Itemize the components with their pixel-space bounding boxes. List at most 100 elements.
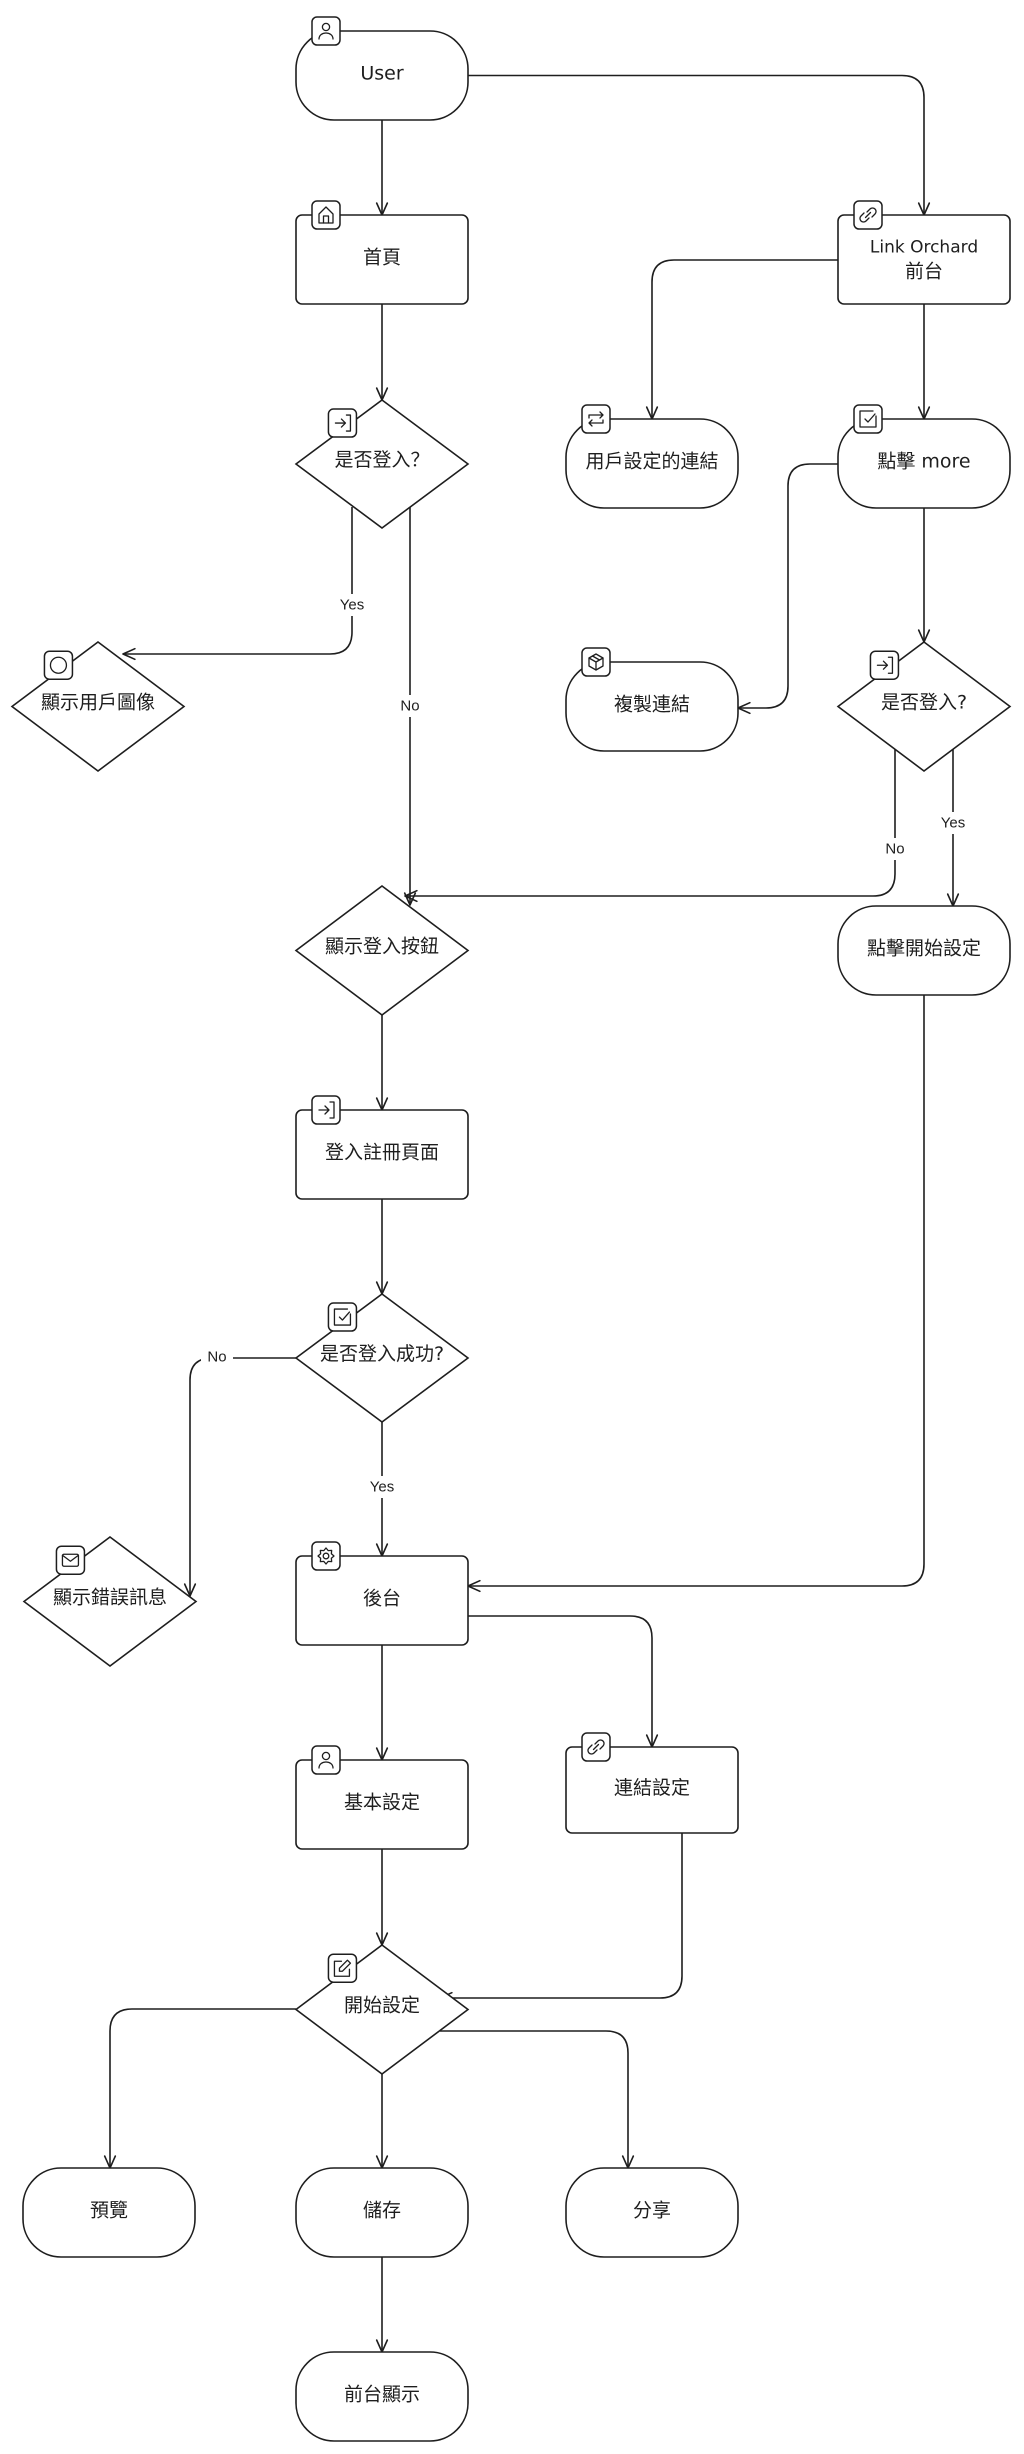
edge-home-to-login-check-1[interactable]: [375, 304, 389, 401]
node-save[interactable]: 儲存: [295, 2167, 469, 2258]
rect-shape: [295, 1555, 469, 1646]
edge-label-text: Yes: [941, 815, 965, 832]
edge-basic-settings-to-start-settings[interactable]: [375, 1849, 389, 1946]
diamond-shape: [294, 885, 470, 1016]
node-login-success-check[interactable]: 是否登入成功?: [294, 1293, 470, 1423]
edge-label-yes: Yes: [366, 1476, 398, 1498]
edge-link-orchard-frontend-to-user-links[interactable]: [645, 259, 838, 420]
edge-link-orchard-frontend-to-click-more[interactable]: [917, 304, 931, 420]
pill-shape: [295, 30, 469, 121]
edge-click-more-to-login-check-2[interactable]: [917, 508, 931, 643]
checkbox-icon: [327, 1302, 358, 1332]
node-label: 是否登入成功?: [320, 1343, 444, 1365]
edge-start-settings-to-save[interactable]: [375, 2074, 389, 2169]
edge-label-yes: Yes: [336, 594, 368, 616]
user-icon: [311, 16, 341, 46]
edge-start-settings-to-preview[interactable]: [103, 2008, 296, 2169]
node-label: 儲存: [363, 2200, 401, 2222]
connector-line: [651, 259, 838, 419]
edge-user-to-home[interactable]: [375, 120, 389, 216]
node-label: 顯示用戶圖像: [41, 692, 155, 714]
node-label: 後台: [363, 1588, 401, 1610]
node-label: User: [360, 63, 403, 85]
edge-user-to-link-orchard-frontend[interactable]: [468, 74, 931, 216]
edge-click-start-settings-to-backend[interactable]: [467, 995, 925, 1593]
node-share[interactable]: 分享: [565, 2167, 739, 2258]
node-login-check-2[interactable]: 是否登入?: [836, 641, 1012, 772]
node-label: 前台顯示: [344, 2384, 420, 2406]
rect-shape: [295, 1109, 469, 1200]
node-click-more[interactable]: 點擊 more: [837, 404, 1011, 509]
node-home[interactable]: 首頁: [295, 200, 469, 305]
node-preview[interactable]: 預覽: [22, 2167, 196, 2258]
node-login-register-page[interactable]: 登入註冊頁面: [295, 1095, 469, 1200]
edge-label-text: No: [885, 841, 904, 858]
pill-shape: [295, 2351, 469, 2442]
edge-click-more-to-copy-link[interactable]: [737, 463, 838, 715]
node-link-orchard-frontend[interactable]: Link Orchard 前台: [837, 200, 1011, 305]
connector-line: [468, 74, 925, 215]
connector-line: [109, 2008, 296, 2168]
node-login-check-1[interactable]: 是否登入？: [294, 399, 470, 529]
edge-login-check-1-to-show-avatar[interactable]: [122, 507, 353, 661]
home-icon: [311, 200, 341, 230]
edge-backend-to-link-settings[interactable]: [468, 1615, 659, 1748]
node-label: 分享: [633, 2200, 671, 2222]
rect-shape: [565, 1746, 739, 1834]
node-start-settings[interactable]: 開始設定: [294, 1944, 470, 2075]
node-label: Link Orchard: [870, 238, 978, 258]
arrowhead: [122, 647, 136, 661]
node-label: 登入註冊頁面: [325, 1142, 439, 1164]
node-frontend-display[interactable]: 前台顯示: [295, 2351, 469, 2442]
node-user[interactable]: User: [295, 16, 469, 121]
edge-label-text: No: [207, 1349, 226, 1366]
edges-layer: [103, 74, 960, 2353]
connector-line: [440, 1833, 683, 1999]
edge-login-check-2-to-show-login-button[interactable]: [404, 749, 896, 903]
node-basic-settings[interactable]: 基本設定: [295, 1745, 469, 1850]
node-label: 複製連結: [614, 694, 690, 716]
edge-label-no: No: [879, 838, 911, 860]
edge-label-text: No: [400, 698, 419, 715]
node-label: 開始設定: [344, 1995, 420, 2017]
edit-icon: [327, 1953, 358, 1983]
node-label: 基本設定: [344, 1792, 420, 1814]
pill-shape: [295, 2167, 469, 2258]
edge-label-text: Yes: [370, 1479, 394, 1496]
node-show-avatar[interactable]: 顯示用戶圖像: [10, 641, 186, 772]
edge-backend-to-basic-settings[interactable]: [375, 1645, 389, 1761]
edge-link-settings-to-start-settings[interactable]: [439, 1833, 683, 2005]
login-icon: [311, 1095, 341, 1125]
node-backend[interactable]: 後台: [295, 1541, 469, 1646]
edge-login-register-page-to-login-success-check[interactable]: [375, 1199, 389, 1295]
pill-shape: [22, 2167, 196, 2258]
node-label: 前台: [905, 261, 943, 283]
connector-line: [738, 463, 838, 709]
arrowhead: [404, 889, 418, 903]
node-click-start-settings[interactable]: 點擊開始設定: [837, 905, 1011, 996]
node-label: 連結設定: [614, 1777, 690, 1799]
edge-label-no: No: [394, 695, 426, 717]
connector-line: [440, 2030, 629, 2168]
edge-start-settings-to-share[interactable]: [440, 2030, 635, 2169]
node-show-error[interactable]: 顯示錯誤訊息: [22, 1536, 198, 1667]
edge-show-login-button-to-login-register-page[interactable]: [375, 1015, 389, 1111]
node-copy-link[interactable]: 複製連結: [565, 647, 739, 752]
mail-icon: [55, 1545, 86, 1575]
node-show-login-button[interactable]: 顯示登入按鈕: [294, 885, 470, 1016]
node-link-settings[interactable]: 連結設定: [565, 1732, 739, 1834]
node-label: 首頁: [363, 247, 401, 269]
node-label: 顯示登入按鈕: [325, 936, 439, 958]
connector-line: [123, 507, 353, 655]
connector-line: [468, 995, 925, 1587]
node-label: 用戶設定的連結: [585, 451, 718, 473]
node-user-links[interactable]: 用戶設定的連結: [565, 404, 739, 509]
edge-login-success-check-to-show-error[interactable]: [183, 1357, 296, 1597]
connector-line: [189, 1357, 296, 1596]
pill-shape: [565, 661, 739, 752]
gear-icon: [311, 1541, 341, 1571]
rect-shape: [295, 214, 469, 305]
edge-save-to-frontend-display[interactable]: [375, 2257, 389, 2353]
